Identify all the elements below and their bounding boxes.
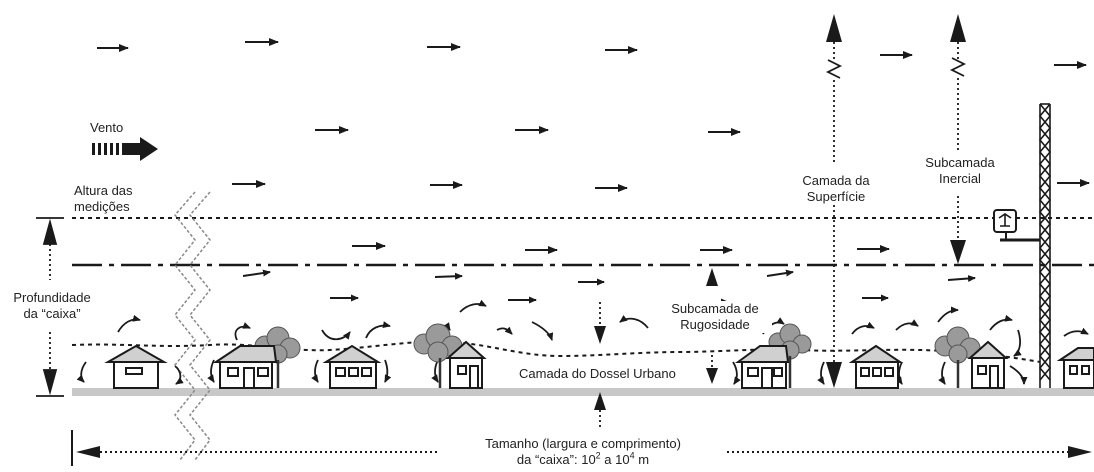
surface-layer-label-line1: Camada da: [802, 173, 870, 188]
wind-arrow-icon: [947, 275, 976, 283]
house-icon: [734, 345, 790, 389]
profundidade-label-line1: Profundidade: [13, 290, 91, 305]
roughness-sublayer-label-line2: Rugosidade: [680, 317, 750, 332]
urban-canopy-layer-label: Camada do Dossel Urbano: [517, 366, 678, 382]
surface-layer-label-line2: Superfície: [806, 189, 866, 204]
inertial-sublayer-label-line1: Subcamada: [925, 155, 995, 170]
measurement-height-label-line2: medições: [74, 199, 130, 214]
size-label-line2: da “caixa”: 102 a 104 m: [442, 450, 724, 468]
roughness-sublayer-label: Subcamada de Rugosidade: [658, 301, 772, 333]
profundidade-bracket: [36, 217, 64, 397]
measurement-height-label-line1: Altura das: [74, 183, 133, 198]
anemometer-icon: [993, 209, 1017, 233]
roughness-sublayer-arrow: [706, 268, 718, 384]
wind-arrow-icon: [434, 272, 463, 280]
size-label-exp2: 4: [629, 450, 635, 461]
vento-arrow-icon: [92, 137, 158, 161]
house-icon: [445, 340, 487, 389]
size-label: Tamanho (largura e comprimento) da “caix…: [440, 436, 726, 468]
ground-strip: [72, 388, 1094, 396]
measurement-height-label: Altura das medições: [74, 183, 133, 215]
surface-layer-label: Camada da Superfície: [784, 173, 888, 205]
size-arrow: [71, 430, 1092, 466]
houses: [104, 340, 1094, 389]
house-icon: [967, 340, 1009, 389]
house-icon: [104, 344, 168, 389]
profundidade-label: Profundidade da “caixa”: [2, 290, 102, 322]
measurement-tower-icon: [1000, 103, 1052, 388]
vento-label: Vento: [90, 120, 124, 135]
profundidade-label-line2: da “caixa”: [23, 306, 81, 321]
size-label-text-c: m: [634, 452, 650, 467]
house-icon: [1056, 347, 1094, 389]
scale-break-icon: [174, 191, 211, 461]
house-icon: [848, 344, 904, 389]
turbulence-arrows: [76, 299, 1089, 385]
size-label-text-b: a 10: [600, 452, 630, 467]
inertial-sublayer-label-line2: Inercial: [939, 171, 981, 186]
surface-layer-arrow: [825, 14, 843, 388]
inertial-sublayer-arrow: [949, 14, 967, 264]
wind-arrow-icon: [242, 269, 271, 277]
wind-arrow-icon: [766, 269, 794, 277]
house-icon: [212, 345, 278, 389]
size-label-line1: Tamanho (largura e comprimento): [485, 436, 681, 451]
size-label-text-a: da “caixa”: 10: [516, 452, 596, 467]
size-label-exp1: 2: [595, 450, 601, 461]
canopy-layer-arrows: [594, 302, 606, 428]
house-icon: [322, 344, 382, 389]
inertial-sublayer-label: Subcamada Inercial: [912, 155, 1008, 187]
roughness-sublayer-label-line1: Subcamada de: [671, 301, 759, 316]
